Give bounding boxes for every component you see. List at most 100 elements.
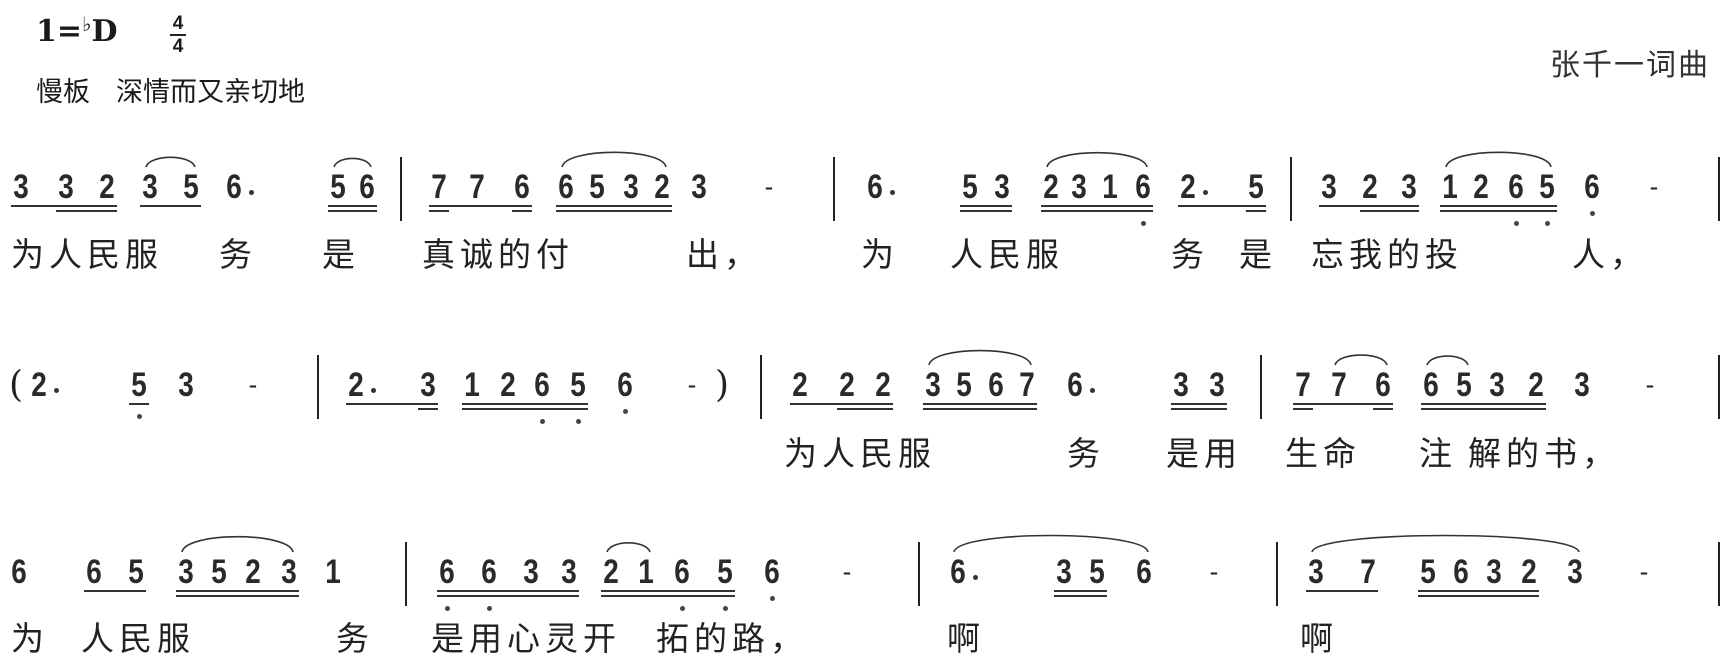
note-3: 3 [178,553,194,591]
note-2: 2 [875,366,891,404]
lyric-text: 为 [11,619,49,658]
beam-line [1293,403,1393,405]
slur [928,349,1032,366]
beam-line [556,210,672,212]
beam-line [1319,205,1419,207]
beam-line [429,210,449,212]
augmentation-dot [54,388,59,393]
lyric-text: 务 [1171,235,1209,274]
sustain-dash: - [842,556,852,587]
beam-line [328,210,377,212]
lyric-text: 务 [1067,434,1105,473]
lyric-text: 解的书， [1468,434,1620,473]
low-octave-dot [1514,221,1519,226]
note-7: 7 [469,168,485,206]
note-6: 6 [988,366,1004,404]
flat-sign: ♭ [82,12,92,36]
low-octave-dot [445,606,450,611]
note-6: 6 [1135,168,1151,206]
lyric-text: 务 [336,619,374,658]
note-6: 6 [514,168,530,206]
beam-line [837,408,893,410]
note-3: 3 [1401,168,1417,206]
note-3: 3 [1173,366,1189,404]
lyric-text: 是 [322,235,360,274]
beam-line [923,408,1037,410]
note-6: 6 [1375,366,1391,404]
slur [953,534,1149,553]
note-6: 6 [534,366,550,404]
note-2: 2 [31,366,47,404]
beam-line [1041,205,1153,207]
note-6: 6 [1423,366,1439,404]
lyric-text: 务 [219,235,257,274]
beam-line [429,205,532,207]
note-5: 5 [962,168,978,206]
note-3: 3 [1321,168,1337,206]
low-octave-dot [623,409,628,414]
lyric-text: 忘我的投 [1311,235,1463,274]
bar-line [400,157,402,221]
note-2: 2 [245,553,261,591]
note-6: 6 [617,366,633,404]
bar-line [760,355,762,419]
key-note: D [91,14,118,49]
beam-line [960,205,1012,207]
beam-line [1440,210,1557,212]
slur [145,156,196,168]
note-3: 3 [178,366,194,404]
bar-line [405,542,407,606]
augmentation-dot [973,575,978,580]
note-3: 3 [1567,553,1583,591]
note-5: 5 [717,553,733,591]
note-2: 2 [500,366,516,404]
beam-line [437,590,579,592]
beam-line [11,205,117,207]
note-6: 6 [867,168,883,206]
beam-line [1246,210,1266,212]
beam-line [84,590,146,592]
note-3: 3 [420,366,436,404]
note-2: 2 [348,366,364,404]
bar-line [1260,355,1262,419]
sustain-dash: - [1645,369,1655,400]
slur [181,536,294,553]
bar-line [833,157,835,221]
note-2: 2 [1362,168,1378,206]
note-1: 1 [464,366,480,404]
beam-line [1421,408,1546,410]
lyric-text: 注 [1419,434,1457,473]
note-5: 5 [570,366,586,404]
note-5: 5 [956,366,972,404]
note-3: 3 [1071,168,1087,206]
note-2: 2 [839,366,855,404]
note-6: 6 [950,553,966,591]
note-5: 5 [131,366,147,404]
note-7: 7 [1360,553,1376,591]
lyric-text: 人， [1572,235,1648,274]
beam-line [346,403,438,405]
note-3: 3 [1489,366,1505,404]
lyric-text: 出， [686,235,762,274]
beam-line [1171,408,1227,410]
slur [1046,151,1148,168]
lyric-text: 生命 [1285,434,1361,473]
note-3: 3 [1308,553,1324,591]
note-6: 6 [1584,168,1600,206]
beam-line [462,403,588,405]
key-signature: 1=♭D [36,12,118,49]
note-3: 3 [1486,553,1502,591]
note-3: 3 [523,553,539,591]
slur [561,151,667,168]
note-6: 6 [226,168,242,206]
note-2: 2 [792,366,808,404]
note-1: 1 [1102,168,1118,206]
bar-line [1718,355,1720,419]
note-5: 5 [183,168,199,206]
slur [1311,534,1580,553]
expression-text: 深情而又亲切地 [116,77,305,108]
note-5: 5 [1456,366,1472,404]
lyric-text: 人民服 [81,619,195,658]
beam-line [1041,210,1153,212]
note-1: 1 [638,553,654,591]
